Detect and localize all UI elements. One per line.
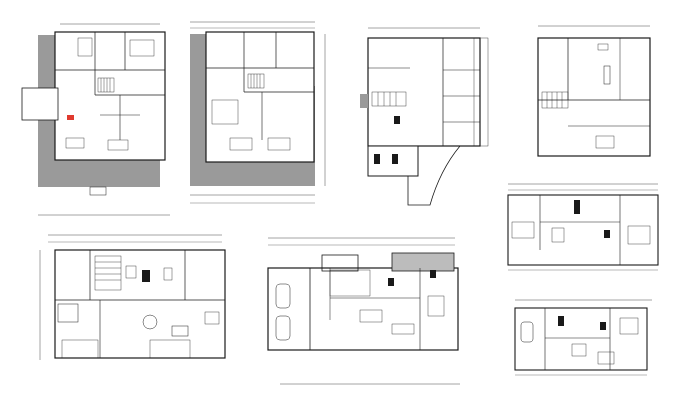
furniture-icon <box>604 230 610 238</box>
plan-6 <box>267 237 460 385</box>
furniture-icon <box>374 154 380 164</box>
plan-5 <box>39 234 226 360</box>
accent-fixture <box>67 115 74 120</box>
deck-bottom <box>190 158 315 186</box>
plan-7-outline <box>507 194 659 266</box>
car-icon <box>275 283 291 341</box>
stair-icon <box>97 77 115 93</box>
furniture-icon <box>394 116 400 124</box>
plan-4 <box>537 25 651 157</box>
furniture-icon <box>600 322 606 330</box>
plan-6-outline <box>267 267 459 351</box>
furniture-icon <box>574 200 580 214</box>
furniture-icon <box>388 278 394 286</box>
furniture-icon <box>392 154 398 164</box>
plan-2-outline <box>205 31 315 163</box>
plan-1 <box>21 23 170 216</box>
plan-1-outline <box>54 31 166 161</box>
car-icon <box>520 321 534 343</box>
furniture-icon <box>430 270 436 278</box>
furniture-icon <box>558 316 564 326</box>
furniture-icon <box>603 65 611 85</box>
stair-icon <box>541 91 569 109</box>
plan-5-outline <box>54 249 226 359</box>
plan-3 <box>360 27 489 206</box>
stair-icon <box>247 73 265 89</box>
furniture-icon <box>142 314 158 330</box>
deck-left <box>190 34 208 186</box>
plan-2 <box>190 21 326 204</box>
plan-4-outline <box>537 37 651 157</box>
stair-icon <box>94 255 122 291</box>
plan-7 <box>507 183 659 271</box>
furniture-icon <box>142 270 150 282</box>
stair-icon <box>371 91 407 107</box>
plan-8 <box>514 299 652 376</box>
plan-8-outline <box>514 307 648 371</box>
